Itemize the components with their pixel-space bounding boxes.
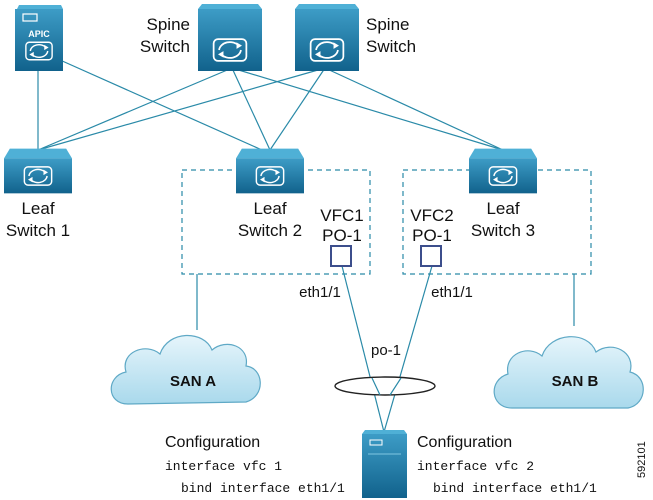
link-vfc1-server-over — [371, 377, 381, 396]
port-channel-label: po-1 — [371, 342, 401, 359]
config-right-line1: interface vfc 2 — [417, 459, 534, 474]
link-vfc1-server — [341, 265, 385, 433]
leaf-switch-1[interactable] — [4, 148, 72, 194]
server[interactable] — [362, 430, 407, 498]
apic-appliance[interactable]: APIC — [15, 5, 63, 71]
vfc1-label: VFC1 — [320, 206, 363, 225]
san-b-label: SAN B — [552, 373, 599, 390]
config-left-line1: interface vfc 1 — [165, 459, 282, 474]
leaf-switch-2[interactable] — [236, 148, 304, 194]
vfc1-po-label: PO-1 — [322, 226, 362, 245]
config-left-title: Configuration — [165, 434, 260, 451]
config-left-line2: bind interface eth1/1 — [181, 481, 345, 496]
leaf-1-label-line2: Switch 1 — [6, 221, 70, 240]
spine-switch-2[interactable] — [295, 4, 359, 71]
config-right-title: Configuration — [417, 434, 512, 451]
link-spine2-leaf3 — [324, 67, 504, 151]
spine-2-label-line2: Switch — [366, 37, 416, 56]
leaf-2-label-line1: Leaf — [253, 199, 286, 218]
leaf-2-label-line2: Switch 2 — [238, 221, 302, 240]
san-b-cloud[interactable] — [493, 336, 644, 409]
spine-1-label-line1: Spine — [147, 15, 190, 34]
link-spine1-leaf2 — [231, 67, 271, 151]
apic-label: APIC — [28, 29, 50, 39]
link-spine2-leaf2 — [269, 67, 326, 151]
spine-switch-1[interactable] — [198, 4, 262, 71]
link-vfc2-server-over — [389, 377, 402, 396]
leaf-1-label-line1: Leaf — [21, 199, 54, 218]
figure-id: 592101 — [636, 441, 648, 478]
fabric-links — [37, 59, 504, 151]
port-channel-oval — [334, 376, 436, 396]
san-a-label: SAN A — [170, 373, 216, 390]
eth-port-left-label: eth1/1 — [299, 284, 341, 301]
link-spine2-leaf1 — [37, 67, 326, 151]
leaf-3-label-line1: Leaf — [486, 199, 519, 218]
link-apic-leaf2 — [59, 59, 263, 151]
spine-1-label-line2: Switch — [140, 37, 190, 56]
vfc1-port[interactable] — [330, 245, 352, 267]
vfc2-po-label: PO-1 — [412, 226, 452, 245]
eth-port-right-label: eth1/1 — [431, 284, 473, 301]
link-spine1-leaf1 — [37, 67, 233, 151]
link-vfc2-server — [383, 265, 433, 433]
vfc2-port[interactable] — [420, 245, 442, 267]
san-a-cloud[interactable] — [110, 334, 261, 405]
link-spine1-leaf3 — [231, 67, 504, 151]
spine-2-label-line1: Spine — [366, 15, 409, 34]
leaf-switch-3[interactable] — [469, 148, 537, 194]
config-right-line2: bind interface eth1/1 — [433, 481, 597, 496]
vfc2-label: VFC2 — [410, 206, 453, 225]
leaf-3-label-line2: Switch 3 — [471, 221, 535, 240]
